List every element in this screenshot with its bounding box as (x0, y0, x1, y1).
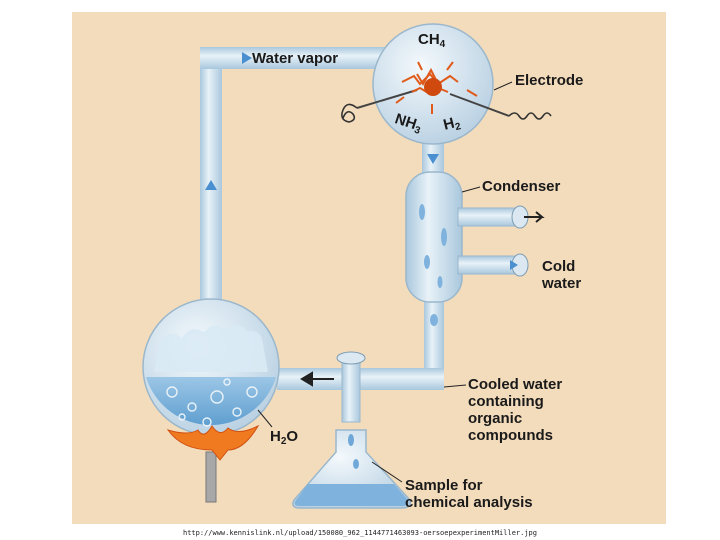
spark-core (424, 78, 442, 96)
sample-drops (348, 434, 359, 469)
stopcock-knob (336, 351, 366, 365)
sample-liquid (294, 484, 409, 506)
electrode-right-coil (508, 112, 552, 120)
flask-foam (154, 325, 268, 372)
lower-return-tube (424, 297, 444, 387)
arrow-out-condenser (524, 211, 545, 223)
condenser-upper-port (457, 207, 521, 227)
stopcock-stem (341, 356, 361, 423)
condensation-drops (419, 204, 447, 326)
label-condenser: Condenser (482, 178, 561, 195)
label-water-vapor: Water vapor (252, 50, 339, 67)
arrow-left-dark (300, 371, 334, 387)
burner-flame (166, 424, 260, 461)
arrow-up (205, 180, 217, 190)
electrode-right-rod (449, 93, 510, 117)
source-caption: http://www.kennislink.nl/upload/150080_9… (182, 529, 537, 537)
arrow-right (242, 52, 252, 64)
top-horizontal-tube (200, 47, 410, 69)
electrode-left-coil (341, 103, 358, 123)
label-electrode: Electrode (515, 72, 584, 89)
label-ch4: CH4 (418, 31, 446, 50)
arrow-in-condenser (510, 260, 518, 270)
flask-water (146, 377, 276, 426)
label-h2o: H2O (270, 428, 299, 447)
condenser-jacket (405, 171, 463, 303)
diagram-panel: Water vapor CH4 Electrode NH3 H2 Condens… (72, 12, 666, 524)
burner-stem (205, 451, 217, 503)
flask-bubbles (166, 378, 258, 427)
miller-urey-apparatus (142, 23, 552, 509)
arrow-down (427, 154, 439, 164)
electrode-left-rod (356, 89, 418, 109)
flow-arrows (205, 52, 439, 190)
leader-lines (257, 81, 513, 483)
